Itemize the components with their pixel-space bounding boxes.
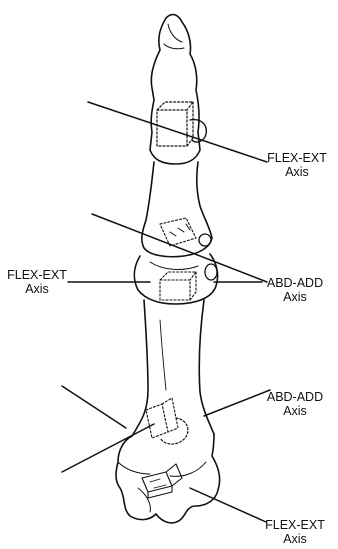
label-text: Axis [264, 290, 326, 304]
base-abd-add-leader [204, 390, 270, 416]
label-text: ABD-ADD [264, 390, 326, 404]
label-text: FLEX-EXT [266, 151, 328, 165]
label-text: Axis [264, 532, 326, 546]
proximal-phalanx [132, 300, 214, 436]
label-base-abd-add: ABD-ADD Axis [264, 390, 326, 418]
middle-phalanx [142, 162, 212, 257]
axis-lines [62, 102, 270, 522]
label-text: FLEX-EXT [264, 518, 326, 532]
pip-joint-head [134, 254, 217, 304]
label-text: Axis [266, 165, 328, 179]
base-abd-add-axis-line-upper [62, 386, 126, 428]
pip-abd-add-axis-line-upper [92, 214, 267, 282]
base-abd-add-axis-line-lower [62, 424, 154, 472]
label-text: ABD-ADD [264, 276, 326, 290]
label-distal-flex-ext: FLEX-EXT Axis [266, 151, 328, 179]
label-text: Axis [6, 282, 68, 296]
label-pip-flex-ext: FLEX-EXT Axis [6, 268, 68, 296]
label-base-flex-ext: FLEX-EXT Axis [264, 518, 326, 546]
label-text: FLEX-EXT [6, 268, 68, 282]
distal-phalanx [150, 15, 206, 164]
distal-flex-ext-axis-line [88, 102, 267, 162]
label-pip-abd-add: ABD-ADD Axis [264, 276, 326, 304]
label-text: Axis [264, 404, 326, 418]
